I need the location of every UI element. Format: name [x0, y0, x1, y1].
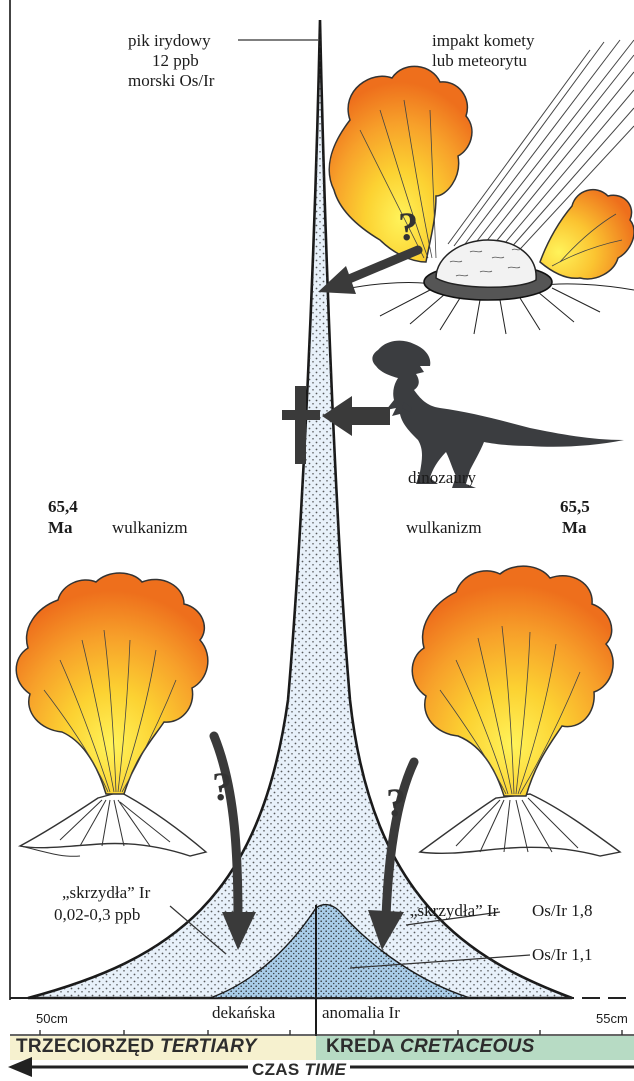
age-left-label: 65,4 [48, 496, 78, 517]
tertiary-band-label: TRZECIORZĘD TERTIARY [16, 1036, 257, 1058]
peak-value-label: 12 ppb [152, 50, 199, 71]
wings-left-label: „skrzydła” Ir [62, 882, 150, 903]
wings-right-ratio: Os/Ir 1,8 [532, 900, 592, 921]
wings-left-value: 0,02-0,3 ppb [54, 904, 140, 925]
scale-left-number: 50 [36, 1011, 50, 1026]
iridium-peak-label: pik irydowy [128, 30, 211, 51]
dinosaurs-label: dinozaury [408, 467, 476, 488]
age-right-label: 65,5 [560, 496, 590, 517]
scale-left-unit: cm [50, 1011, 67, 1026]
marine-os-ir-label: morski Os/Ir [128, 70, 214, 91]
volcanism-right-label: wulkanizm [406, 517, 482, 538]
deccan-label: dekańska [212, 1002, 275, 1023]
right-volcano-illustration [412, 566, 620, 856]
volcanism-left-label: wulkanizm [112, 517, 188, 538]
scale-right-tick: 55cm [596, 1008, 628, 1029]
age-right-unit: Ma [562, 517, 587, 538]
scale-right-unit: cm [610, 1011, 627, 1026]
impact-label: impakt komety [432, 30, 534, 51]
meteorite-body [436, 240, 536, 287]
impact-label-line2: lub meteorytu [432, 50, 527, 71]
left-volcano-illustration [16, 573, 208, 856]
scale-right-number: 55 [596, 1011, 610, 1026]
depth-scale [10, 1030, 634, 1035]
dinosaur-silhouette [372, 341, 624, 488]
wings-right-label: „skrzydła” Ir [410, 900, 498, 921]
tertiary-pl: TRZECIORZĘD [16, 1036, 154, 1057]
age-left-unit: Ma [48, 517, 73, 538]
comet-impact-illustration [329, 40, 634, 334]
left-question-mark: ? [212, 764, 232, 809]
cretaceous-pl: KREDA [326, 1036, 394, 1057]
ir-anomaly-label: anomalia Ir [322, 1002, 400, 1023]
impact-question-mark: ? [398, 204, 418, 249]
tertiary-en: TERTIARY [160, 1036, 257, 1057]
impact-arrow [318, 250, 418, 294]
cretaceous-band-label: KREDA CRETACEOUS [326, 1036, 535, 1058]
inner-ratio-label: Os/Ir 1,1 [532, 944, 592, 965]
cretaceous-en: CRETACEOUS [400, 1036, 535, 1057]
time-label: CZAS TIME [248, 1060, 350, 1080]
scale-left-tick: 50cm [36, 1008, 68, 1029]
time-en: TIME [305, 1060, 347, 1079]
right-question-mark: ? [386, 780, 406, 825]
time-pl: CZAS [252, 1060, 299, 1079]
